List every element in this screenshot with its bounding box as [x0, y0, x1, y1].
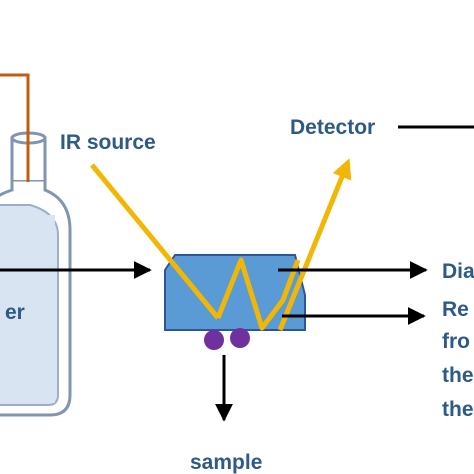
- container-liquid: [0, 215, 55, 403]
- right-label-2: Re: [442, 298, 469, 321]
- sample-dot-left: [204, 330, 224, 350]
- sample-dot-right: [230, 328, 250, 348]
- sample-container: [0, 131, 72, 417]
- container-label: er: [5, 301, 25, 324]
- atr-crystal: [164, 254, 306, 331]
- right-label-1: Dia: [442, 260, 474, 283]
- container-outer-outline: [0, 178, 72, 417]
- right-label-5: the: [442, 398, 474, 421]
- sample-label: sample: [190, 451, 263, 474]
- detector-label: Detector: [290, 116, 376, 139]
- ir-incident-beam: [90, 163, 220, 320]
- right-label-4: the: [442, 364, 474, 387]
- ir-reflected-beam: [277, 158, 352, 331]
- orange-tube: [0, 73, 30, 182]
- right-label-3: fro: [442, 330, 470, 353]
- ir-source-label: IR source: [60, 131, 156, 154]
- ir-zigzag-beam: [215, 257, 301, 331]
